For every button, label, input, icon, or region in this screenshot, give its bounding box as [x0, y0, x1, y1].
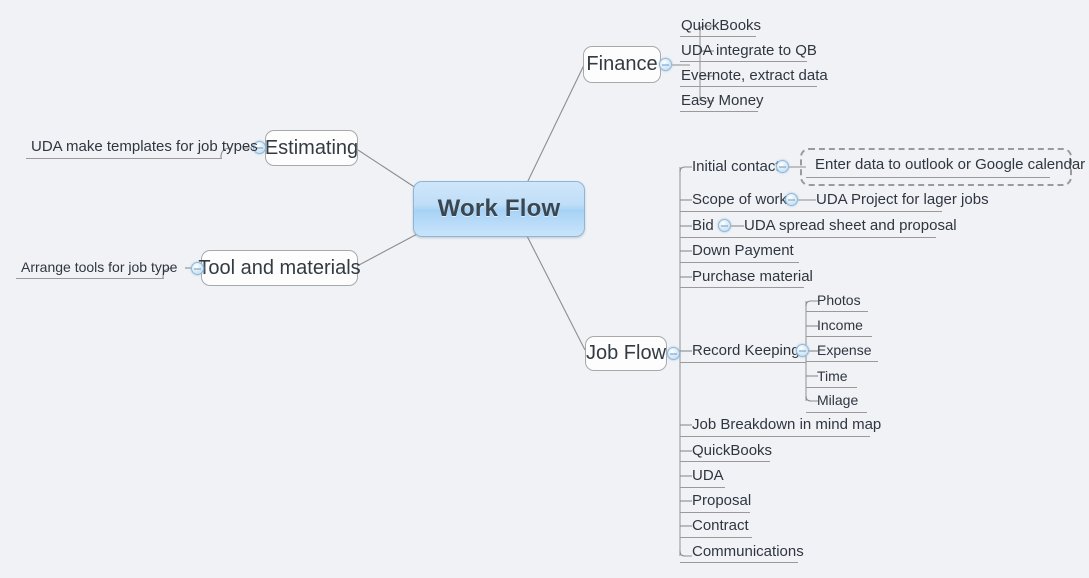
collapse-handle-bid[interactable]: [718, 219, 731, 232]
underline-jobflow-communications: [680, 562, 798, 563]
underline-bid-row: [680, 237, 936, 238]
underline-purchase-material: [680, 287, 804, 288]
underline-income: [806, 336, 872, 337]
node-job-breakdown-in-mind-map[interactable]: Job Breakdown in mind map: [692, 416, 882, 433]
underline-finance-uda-qb: [680, 61, 807, 62]
underline-photos: [806, 311, 868, 312]
collapse-handle-tools[interactable]: [191, 262, 204, 275]
node-finance-evernote-extract-data[interactable]: Evernote, extract data: [681, 67, 828, 84]
underline-tools-child: [16, 278, 164, 279]
link-root-estimating: [357, 149, 420, 191]
underline-down-payment: [680, 262, 799, 263]
collapse-handle-scope-of-work[interactable]: [785, 193, 798, 206]
collapse-handle-estimating[interactable]: [253, 141, 266, 154]
node-expense[interactable]: Expense: [817, 342, 872, 358]
node-finance-quickbooks[interactable]: QuickBooks: [681, 17, 762, 34]
root-node-work-flow[interactable]: Work Flow: [413, 181, 585, 237]
underline-estimating-child: [26, 158, 222, 159]
underline-finance-easy-money: [680, 111, 758, 112]
node-enter-data-to-outlook-or-google-calendar[interactable]: Enter data to outlook or Google calendar: [815, 156, 1086, 173]
node-milage[interactable]: Milage: [817, 392, 859, 408]
node-initial-contact[interactable]: Initial contact: [692, 158, 780, 175]
collapse-handle-jobflow[interactable]: [667, 347, 680, 360]
collapse-handle-record-keeping[interactable]: [796, 344, 809, 357]
link-root-finance: [526, 64, 585, 184]
branch-node-finance[interactable]: Finance: [583, 46, 661, 83]
node-arrange-tools-for-job-type[interactable]: Arrange tools for job type: [21, 259, 178, 275]
node-jobflow-contract[interactable]: Contract: [692, 517, 749, 534]
node-photos[interactable]: Photos: [817, 292, 861, 308]
node-jobflow-quickbooks[interactable]: QuickBooks: [692, 442, 773, 459]
underline-initial-contact-child: [806, 177, 1050, 178]
node-time[interactable]: Time: [817, 368, 848, 384]
underline-finance-quickbooks: [680, 36, 756, 37]
underline-time: [806, 387, 857, 388]
underline-scope-row: [680, 211, 942, 212]
node-purchase-material[interactable]: Purchase material: [692, 268, 813, 285]
underline-jobflow-proposal: [680, 512, 750, 513]
collapse-handle-initial-contact[interactable]: [776, 160, 789, 173]
underline-finance-evernote: [680, 86, 817, 87]
node-jobflow-uda[interactable]: UDA: [692, 467, 724, 484]
node-scope-of-work[interactable]: Scope of work: [692, 191, 788, 208]
link-root-jobflow: [526, 235, 586, 351]
node-uda-make-templates-for-job-types[interactable]: UDA make templates for job types: [31, 138, 258, 155]
branch-node-job-flow[interactable]: Job Flow: [585, 336, 667, 371]
node-uda-spread-sheet-and-proposal[interactable]: UDA spread sheet and proposal: [744, 217, 957, 234]
underline-job-breakdown: [680, 436, 870, 437]
node-record-keeping[interactable]: Record Keeping: [692, 342, 800, 359]
link-jf-c1: [679, 166, 692, 173]
underline-jobflow-contract: [680, 537, 752, 538]
node-uda-project-for-lager-jobs[interactable]: UDA Project for lager jobs: [816, 191, 989, 208]
underline-milage: [806, 412, 867, 413]
node-finance-uda-integrate-to-qb[interactable]: UDA integrate to QB: [681, 42, 817, 59]
underline-expense: [806, 361, 878, 362]
underline-jobflow-uda: [680, 487, 725, 488]
node-income[interactable]: Income: [817, 317, 863, 333]
branch-node-tool-and-materials[interactable]: Tool and materials: [198, 250, 361, 286]
selection-frame: [800, 148, 1072, 186]
underline-record-keeping: [680, 362, 806, 363]
node-finance-easy-money[interactable]: Easy Money: [681, 92, 764, 109]
node-bid[interactable]: Bid: [692, 217, 714, 234]
underline-jobflow-quickbooks: [680, 461, 770, 462]
collapse-handle-finance[interactable]: [659, 58, 672, 71]
node-jobflow-communications[interactable]: Communications: [692, 543, 804, 560]
branch-node-estimating[interactable]: Estimating: [265, 130, 358, 166]
link-jf-c12: [679, 550, 692, 557]
link-root-tools: [358, 231, 422, 266]
node-jobflow-proposal[interactable]: Proposal: [692, 492, 752, 509]
node-down-payment[interactable]: Down Payment: [692, 242, 794, 259]
